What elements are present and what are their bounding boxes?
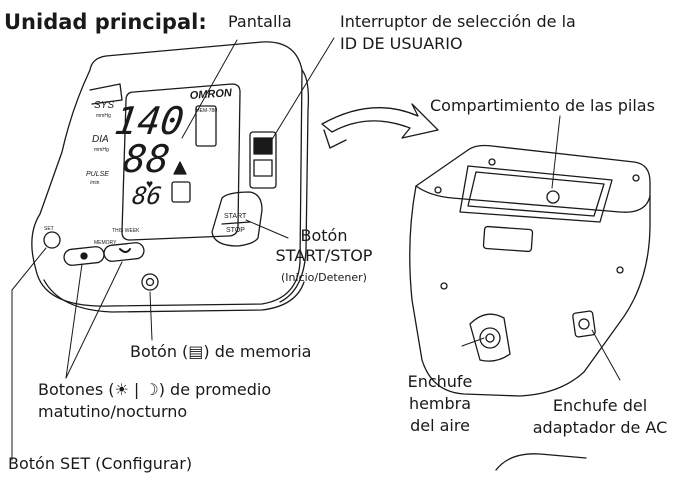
label-avg-buttons-line2: matutino/nocturno bbox=[38, 402, 188, 421]
lcd-sys-value: 140 bbox=[112, 100, 187, 144]
pulse-unit: /min bbox=[90, 180, 100, 186]
rear-body-outline bbox=[409, 144, 651, 397]
label-user-switch-line2: ID DE USUARIO bbox=[340, 34, 463, 53]
lcd-dia-value: 88 bbox=[120, 138, 172, 182]
label-air-jack-2: hembra bbox=[408, 394, 472, 413]
sys-unit: mmHg bbox=[96, 113, 111, 119]
unit-base-lip bbox=[43, 279, 305, 313]
lcd-figure-box bbox=[195, 105, 217, 147]
label-start-stop-sub: (Inicio/Detener) bbox=[281, 271, 367, 284]
this-week-label: THIS WEEK bbox=[112, 228, 140, 234]
memory-label: MEMORY bbox=[94, 240, 117, 246]
set-label: SET bbox=[44, 226, 54, 232]
user-id-switch-frame bbox=[249, 131, 277, 189]
label-ac-jack-1: Enchufe del bbox=[552, 396, 648, 415]
air-jack-housing bbox=[469, 313, 511, 362]
dia-label: DIA bbox=[92, 134, 109, 145]
unit-body-outline bbox=[31, 41, 303, 307]
page-title: Unidad principal: bbox=[4, 10, 207, 34]
battery-compartment-lid bbox=[459, 165, 613, 223]
memory-button[interactable] bbox=[141, 273, 159, 291]
brand-logo: OMRON bbox=[189, 87, 233, 102]
dia-unit: mmHg bbox=[94, 147, 109, 153]
lcd-pulse-value: 86 bbox=[130, 182, 163, 210]
label-battery-compartment: Compartimiento de las pilas bbox=[430, 96, 655, 115]
stop-label: STOP bbox=[226, 227, 245, 234]
label-set-button: Botón SET (Configurar) bbox=[8, 454, 193, 473]
arrow-tail-1 bbox=[323, 129, 331, 149]
rear-label-recess bbox=[482, 225, 534, 253]
label-air-jack-1: Enchufe bbox=[407, 372, 473, 391]
display-window bbox=[121, 83, 241, 241]
label-user-switch-line1: Interruptor de selección de la bbox=[340, 12, 576, 31]
user-id-switch-b bbox=[253, 159, 273, 177]
label-start-stop-line1: Botón bbox=[300, 226, 348, 245]
ac-adapter-jack bbox=[572, 310, 596, 338]
unit-side-edge bbox=[279, 69, 310, 303]
rear-top-edge bbox=[415, 185, 651, 213]
evening-button[interactable] bbox=[103, 242, 145, 262]
lcd-triangle bbox=[173, 161, 187, 175]
model-label: HEM-780 bbox=[196, 108, 217, 114]
label-avg-buttons-line1: Botones (☀ | ☽) de promedio bbox=[38, 380, 272, 399]
start-stop-button[interactable] bbox=[211, 191, 263, 247]
partial-outline bbox=[495, 453, 587, 471]
sys-label: SYS bbox=[94, 100, 114, 111]
label-display: Pantalla bbox=[228, 12, 292, 31]
leader-lines bbox=[11, 37, 621, 461]
lcd-heart-icon: ♥ bbox=[146, 177, 153, 191]
label-ac-jack-2: adaptador de AC bbox=[532, 418, 668, 437]
label-air-jack-3: del aire bbox=[410, 416, 470, 435]
lcd-sun-box bbox=[171, 181, 191, 203]
start-label: START bbox=[224, 213, 247, 220]
main-unit-illustration bbox=[31, 41, 310, 313]
pulse-label: PULSE bbox=[86, 171, 109, 178]
battery-latch bbox=[546, 190, 560, 204]
user-id-switch-a bbox=[253, 137, 273, 155]
arrow-tail-2 bbox=[329, 139, 347, 149]
direction-arrow bbox=[321, 103, 439, 139]
set-button[interactable] bbox=[43, 231, 61, 249]
cuff-tab bbox=[89, 83, 123, 105]
label-start-stop-line2: START/STOP bbox=[275, 246, 373, 265]
label-memory-button: Botón (▤) de memoria bbox=[130, 342, 312, 361]
air-jack bbox=[479, 327, 501, 349]
